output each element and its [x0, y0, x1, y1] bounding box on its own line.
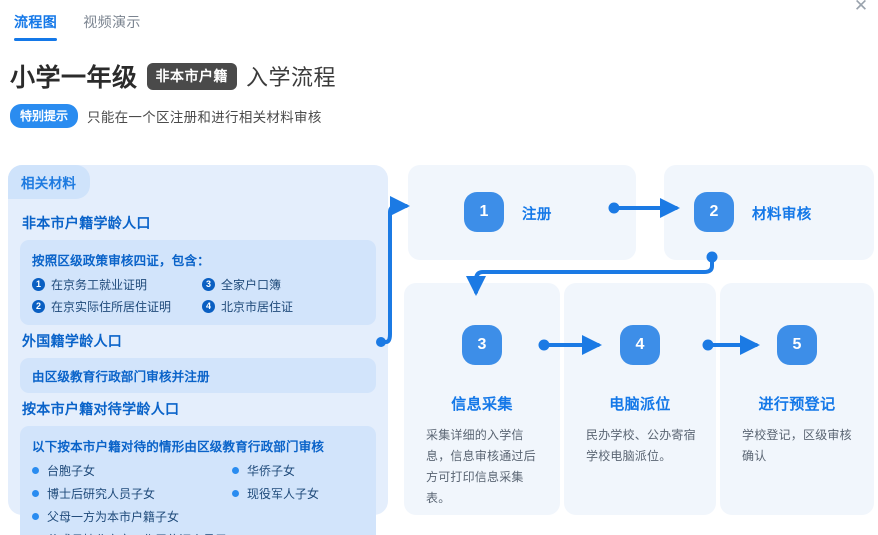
- number-badge: 3: [202, 278, 215, 291]
- materials-heading-1: 非本市户籍学龄人口: [22, 215, 151, 231]
- bullet-dot-icon: [32, 467, 39, 474]
- flow-step-card-1[interactable]: 1 注册: [408, 165, 636, 260]
- flow-step-card-4[interactable]: 4 电脑派位 民办学校、公办寄宿学校电脑派位。: [564, 283, 716, 515]
- materials-box-2: 由区级教育行政部门审核并注册: [20, 358, 376, 393]
- step-number-1: 1: [464, 192, 504, 232]
- step-desc-5: 学校登记，区级审核确认: [742, 428, 852, 463]
- bullet-dot-icon: [232, 490, 239, 497]
- materials-heading-3: 按本市户籍对待学龄人口: [22, 401, 180, 417]
- list-item-spacer: [232, 508, 364, 525]
- title-main-text: 小学一年级: [10, 64, 138, 92]
- list-item-label: 父或母持北京市工作居住证人员子女: [47, 531, 232, 535]
- number-badge: 1: [32, 278, 45, 291]
- page-title: 小学一年级 非本市户籍 入学流程: [10, 58, 336, 94]
- list-item: 台胞子女: [32, 462, 232, 479]
- flow-step-card-3[interactable]: 3 信息采集 采集详细的入学信息，信息审核通过后方可打印信息采集表。: [404, 283, 560, 515]
- list-item: 父母一方为本市户籍子女: [32, 508, 232, 525]
- materials-panel-tab: 相关材料: [8, 165, 91, 199]
- list-item: 3 全家户口簿: [202, 276, 364, 293]
- list-item-label: 现役军人子女: [247, 487, 320, 501]
- list-item-label: 北京市居住证: [221, 300, 294, 314]
- materials-numbered-list: 1 在京务工就业证明 3 全家户口簿 2 在京实际住所居住证明 4 北京市居住证: [32, 276, 364, 315]
- materials-box-3-title: 以下按本市户籍对待的情形由区级教育行政部门审核: [32, 440, 325, 454]
- notice-row: 特别提示 只能在一个区注册和进行相关材料审核: [10, 104, 322, 128]
- step-label-1: 注册: [522, 207, 552, 223]
- bullet-dot-icon: [32, 513, 39, 520]
- materials-bullet-list: 台胞子女 华侨子女 博士后研究人员子女 现役军人子女: [32, 462, 364, 535]
- materials-box-3: 以下按本市户籍对待的情形由区级教育行政部门审核 台胞子女 华侨子女 博士后研究人…: [20, 426, 376, 535]
- list-item-label: 博士后研究人员子女: [47, 487, 156, 501]
- list-item-spacer: [232, 531, 364, 535]
- list-item-label: 在京实际住所居住证明: [51, 300, 172, 314]
- materials-panel: 相关材料 非本市户籍学龄人口 按照区级政策审核四证，包含： 1 在京务工就业证明…: [8, 165, 388, 535]
- list-item: 1 在京务工就业证明: [32, 276, 202, 293]
- bullet-dot-icon: [232, 467, 239, 474]
- title-category-badge: 非本市户籍: [146, 62, 238, 90]
- step-label-3: 信息采集: [451, 396, 513, 413]
- list-item-label: 在京务工就业证明: [51, 278, 148, 292]
- notice-badge: 特别提示: [10, 104, 79, 128]
- step-number-5: 5: [777, 325, 817, 365]
- number-badge: 2: [32, 300, 45, 313]
- step-number-3: 3: [462, 325, 502, 365]
- step-desc-4: 民办学校、公办寄宿学校电脑派位。: [586, 428, 696, 463]
- step-number-2: 2: [694, 192, 734, 232]
- tab-flowchart[interactable]: 流程图: [14, 12, 58, 41]
- step-desc-3: 采集详细的入学信息，信息审核通过后方可打印信息采集表。: [426, 428, 536, 505]
- tab-bar: 流程图 视频演示: [14, 12, 141, 41]
- materials-box-2-line: 由区级教育行政部门审核并注册: [32, 370, 210, 384]
- materials-box-1: 按照区级政策审核四证，包含： 1 在京务工就业证明 3 全家户口簿 2 在京实际…: [20, 240, 376, 325]
- step-number-4: 4: [620, 325, 660, 365]
- list-item: 2 在京实际住所居住证明: [32, 298, 202, 315]
- bullet-dot-icon: [32, 490, 39, 497]
- close-icon[interactable]: ✕: [853, 0, 869, 16]
- step-label-4: 电脑派位: [609, 396, 671, 413]
- notice-text: 只能在一个区注册和进行相关材料审核: [87, 110, 322, 125]
- list-item: 华侨子女: [232, 462, 364, 479]
- title-suffix-text: 入学流程: [246, 65, 337, 90]
- materials-body: 非本市户籍学龄人口 按照区级政策审核四证，包含： 1 在京务工就业证明 3 全家…: [8, 199, 388, 535]
- flow-step-card-2[interactable]: 2 材料审核: [664, 165, 874, 260]
- step-label-5: 进行预登记: [758, 396, 836, 413]
- list-item: 4 北京市居住证: [202, 298, 364, 315]
- number-badge: 4: [202, 300, 215, 313]
- materials-box-1-title: 按照区级政策审核四证，包含：: [32, 254, 210, 268]
- list-item-label: 华侨子女: [247, 464, 296, 478]
- flow-step-card-5[interactable]: 5 进行预登记 学校登记，区级审核确认: [720, 283, 874, 515]
- list-item-label: 全家户口簿: [221, 278, 282, 292]
- list-item: 博士后研究人员子女: [32, 485, 232, 502]
- list-item: 父或母持北京市工作居住证人员子女: [32, 531, 232, 535]
- list-item-label: 台胞子女: [47, 464, 96, 478]
- tab-video-demo[interactable]: 视频演示: [83, 14, 141, 30]
- list-item-label: 父母一方为本市户籍子女: [47, 510, 180, 524]
- materials-heading-2: 外国籍学龄人口: [22, 333, 123, 349]
- step-label-2: 材料审核: [752, 207, 812, 223]
- list-item: 现役军人子女: [232, 485, 364, 502]
